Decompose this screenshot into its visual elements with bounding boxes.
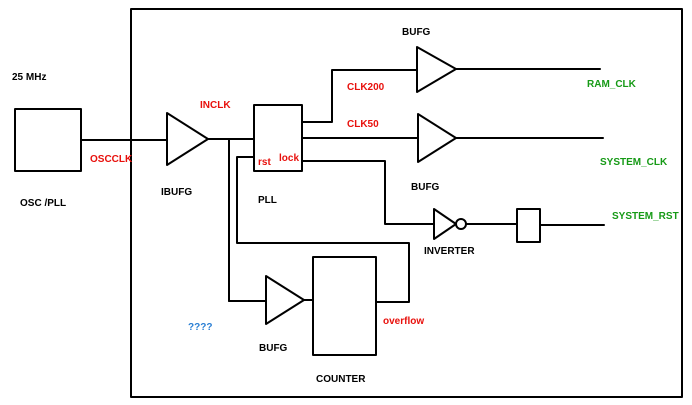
ibufg-label: IBUFG: [161, 187, 192, 198]
overflow-label: overflow: [383, 316, 424, 327]
pll-label: PLL: [258, 195, 277, 206]
inverter-gate: [433, 208, 457, 240]
clk50-label: CLK50: [347, 119, 379, 130]
bufg-top-label: BUFG: [402, 27, 431, 38]
lock-wire: [301, 160, 435, 225]
bufg-mid-buffer: [417, 113, 457, 163]
osc-pll-label: OSC /PLL: [20, 198, 66, 209]
bufg-bottom-buffer: [265, 275, 305, 325]
counter-block: [312, 256, 377, 356]
osc-pll-block: [14, 108, 82, 172]
pll-lock-port: lock: [279, 153, 299, 164]
fpga-boundary: [130, 8, 683, 398]
pll-rst-port: rst: [258, 157, 271, 168]
ram-clk-label: RAM_CLK: [587, 79, 637, 90]
bufg-top-buffer: [416, 46, 457, 93]
system-clk-label: SYSTEM_CLK: [600, 157, 668, 168]
clk200-label: CLK200: [347, 82, 385, 93]
system-rst-label: SYSTEM_RST: [612, 211, 679, 222]
overflow-wire: [236, 156, 410, 303]
counter-label: COUNTER: [316, 374, 366, 385]
oscclk-label: OSCCLK: [90, 154, 133, 165]
inverter-label: INVERTER: [424, 246, 475, 257]
ibufg-buffer: [166, 112, 209, 166]
bufg-bottom-label: BUFG: [259, 343, 288, 354]
bufg-mid-label: BUFG: [411, 182, 440, 193]
inclk-label: INCLK: [200, 100, 231, 111]
clk200-wire: [301, 69, 418, 123]
question-marks: ????: [188, 322, 212, 333]
inverter-bubble: [455, 218, 467, 230]
reset-register: [516, 208, 541, 243]
osc-frequency-label: 25 MHz: [12, 72, 46, 83]
